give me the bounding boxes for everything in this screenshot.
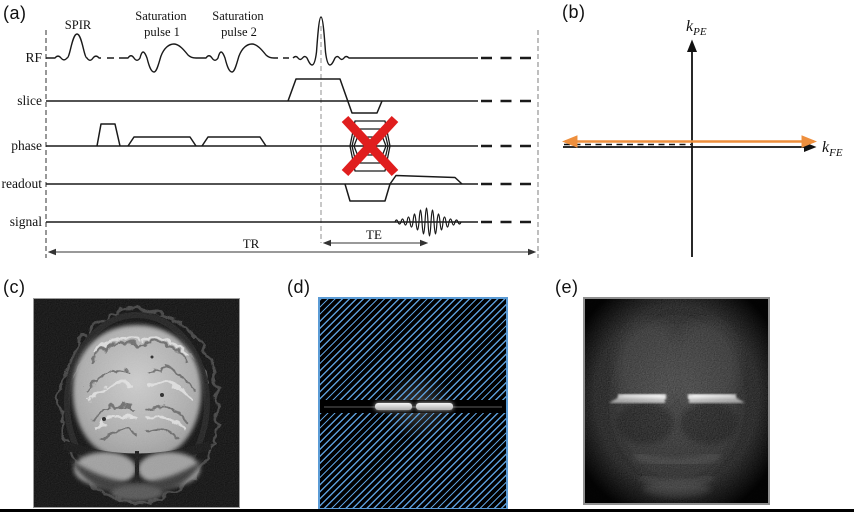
readout-gradients — [344, 174, 463, 202]
te-label: TE — [366, 227, 382, 242]
row-label-signal: signal — [10, 214, 42, 229]
sat2-label-line2: pulse 2 — [221, 25, 257, 39]
signal-echo — [394, 207, 462, 237]
phase-gradients — [96, 123, 267, 147]
kfe-axis-label: kFE — [822, 139, 843, 159]
sat2-label-line1: Saturation — [212, 9, 264, 23]
discarded-kspace-hatch-bottom — [320, 413, 506, 508]
phase-encode-table — [349, 120, 391, 172]
acquired-kspace-band — [320, 400, 506, 413]
pulse-sequence-diagram: RF slice phase readout signal SPIR Satur… — [2, 9, 539, 258]
spir-label: SPIR — [65, 18, 92, 32]
discarded-kspace-hatch-top — [320, 299, 506, 400]
sat1-label-line1: Saturation — [135, 9, 187, 23]
panel-b-label: (b) — [562, 2, 586, 22]
row-label-readout: readout — [2, 176, 43, 191]
kspace-diagram: kPE kFE — [561, 18, 843, 257]
row-label-slice: slice — [17, 93, 42, 108]
kspace-sampling-image — [318, 297, 508, 510]
panel-a-label: (a) — [3, 3, 27, 23]
row-continuation-dashes — [481, 56, 537, 224]
mri-image-artifact — [583, 297, 770, 505]
panel-d-label: (d) — [287, 277, 311, 297]
tr-label: TR — [243, 236, 260, 251]
kspace-line-trace — [324, 406, 502, 408]
rf-waveform — [46, 16, 478, 73]
panel-e-label: (e) — [555, 277, 579, 297]
row-label-rf: RF — [25, 50, 42, 65]
panel-c-label: (c) — [3, 277, 26, 297]
brain-mri-graphic — [34, 299, 239, 507]
kpe-axis-label: kPE — [686, 18, 707, 38]
row-label-phase: phase — [11, 138, 42, 153]
sat1-label-line2: pulse 1 — [144, 25, 180, 39]
figure-bottom-rule — [0, 509, 854, 512]
artifact-mri-graphic — [585, 299, 768, 503]
kspace-bright-segment-right — [416, 403, 453, 410]
mri-image-normal — [33, 298, 240, 508]
kspace-bright-segment-left — [375, 403, 412, 410]
slice-gradient — [287, 78, 383, 114]
red-cross-mark — [341, 115, 399, 177]
